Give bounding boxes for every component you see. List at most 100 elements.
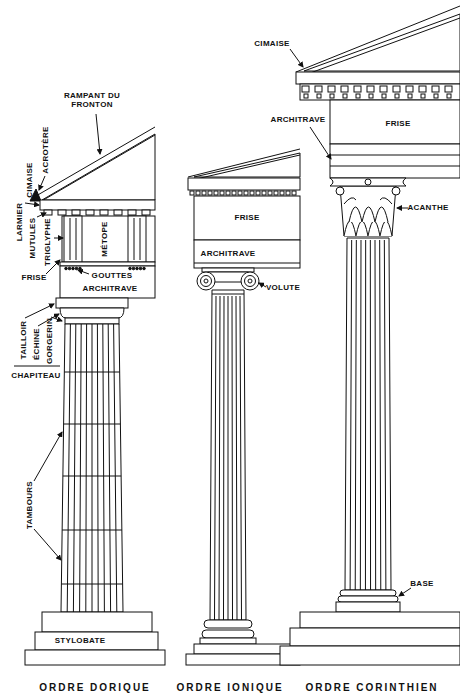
acanthus-leaf [344, 221, 356, 236]
acanthus-leaf [349, 207, 362, 222]
mutule [86, 210, 94, 215]
part-label: MUTULES [29, 218, 37, 259]
dentil [262, 191, 266, 195]
corinthian-order [280, 6, 460, 665]
order-title: ORDRE CORINTHIEN [305, 683, 438, 693]
part-label: GOUTTES [92, 272, 133, 280]
part-label: ARCHITRAVE [83, 285, 138, 293]
part-label: ACROTÈRE [42, 126, 50, 173]
part-label: TAMBOURS [26, 481, 34, 529]
dentil [268, 191, 272, 195]
dentil [202, 191, 206, 195]
mutule [44, 210, 52, 215]
dentil [408, 94, 412, 98]
part-label: ARCHITRAVE [271, 116, 326, 124]
part-label: CIMAISE [26, 162, 34, 197]
part-label: CIMAISE [254, 40, 289, 48]
dentil [395, 94, 399, 98]
dentil [256, 191, 260, 195]
modillion [341, 86, 348, 92]
part-label: VOLUTE [266, 284, 300, 292]
flute [350, 240, 352, 590]
modillion [354, 86, 361, 92]
modillion [328, 86, 335, 92]
modillion [380, 86, 387, 92]
mutule [128, 210, 136, 215]
mutule [114, 210, 122, 215]
dentil [250, 191, 254, 195]
part-label: TRIGLYPHE [44, 218, 52, 266]
dentil [304, 94, 308, 98]
ionic-order [186, 149, 300, 665]
dentil [274, 191, 278, 195]
flute [380, 240, 381, 590]
part-label: CHAPITEAU [11, 372, 60, 380]
dentil [208, 191, 212, 195]
flute [232, 296, 234, 620]
order-title: ORDRE DORIQUE [39, 683, 151, 693]
dentil [447, 94, 451, 98]
modillion [367, 86, 374, 92]
dentil [238, 191, 242, 195]
part-label: BASE [410, 580, 433, 588]
modillion [419, 86, 426, 92]
goutte [143, 267, 146, 270]
modillion [432, 86, 439, 92]
part-label: MÉTOPE [101, 221, 109, 256]
part-label: ÉCHINE [33, 328, 41, 360]
flute [355, 240, 356, 590]
flute [97, 324, 99, 612]
flute [103, 324, 105, 612]
mutule [58, 210, 66, 215]
dentil [369, 94, 373, 98]
flute [215, 296, 217, 620]
modillion [393, 86, 400, 92]
goutte [129, 267, 132, 270]
goutte [68, 267, 71, 270]
dentil [220, 191, 224, 195]
part-label: FRISE [234, 214, 259, 222]
part-label: LARMIER [16, 203, 24, 242]
dentil [214, 191, 218, 195]
goutte [139, 267, 142, 270]
modillion [302, 86, 309, 92]
goutte [65, 267, 68, 270]
part-label: FRISE [385, 120, 410, 128]
goutte [72, 267, 75, 270]
dentil [196, 191, 200, 195]
goutte [79, 267, 82, 270]
order-title: ORDRE IONIQUE [176, 683, 283, 693]
drum-joint [62, 530, 122, 531]
flute [375, 240, 377, 590]
flute [370, 240, 371, 590]
flute [240, 296, 242, 620]
flute [360, 240, 362, 590]
flute [80, 324, 82, 612]
dentil [244, 191, 248, 195]
modillion [406, 86, 413, 92]
part-label: ARCHITRAVE [201, 250, 256, 258]
dentil [434, 94, 438, 98]
flute [114, 324, 117, 612]
dentil [226, 191, 230, 195]
flute [236, 296, 237, 620]
drum-joint [63, 476, 121, 477]
dentil [232, 191, 236, 195]
acanthus-leaf [368, 221, 380, 236]
flute [67, 324, 70, 612]
dentil [421, 94, 425, 98]
acanthus-leaf [356, 221, 368, 236]
dentil [382, 94, 386, 98]
drum-joint [64, 424, 121, 425]
flute [365, 240, 366, 590]
flute [219, 296, 220, 620]
flute [384, 240, 386, 590]
dentil [280, 191, 284, 195]
flute [108, 324, 110, 612]
flute [228, 296, 229, 620]
part-label: STYLOBATE [55, 637, 106, 645]
part-label: FRISE [21, 274, 46, 282]
drum-joint [61, 584, 122, 585]
